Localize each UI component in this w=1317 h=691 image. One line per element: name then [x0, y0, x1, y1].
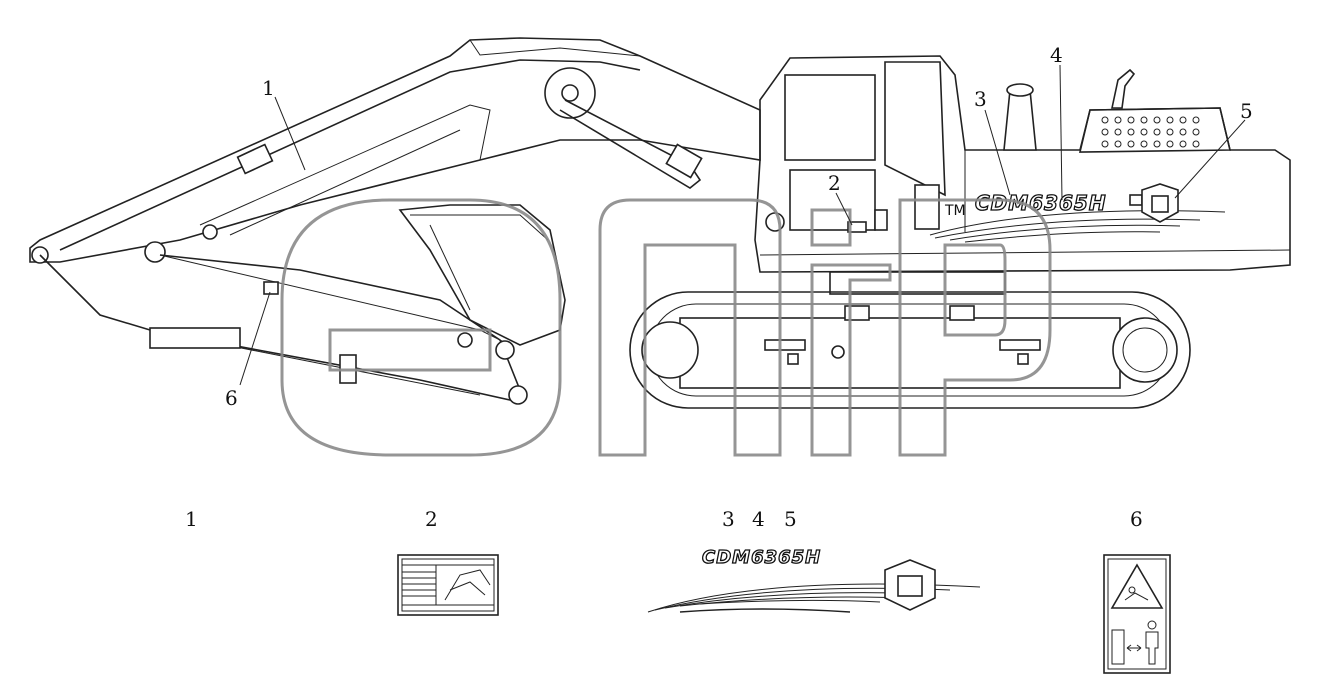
- detail-model-decal: CDM6365H: [702, 547, 821, 568]
- detail-label-5: 5: [784, 507, 797, 531]
- callout-2: 2: [828, 171, 841, 195]
- callout-3: 3: [974, 87, 987, 111]
- excavator-arm: [39, 204, 566, 405]
- excavator-undercarriage: [629, 291, 1191, 409]
- callout-1: 1: [262, 76, 275, 100]
- excavator-upper-structure: CDM6365H TM: [754, 55, 1291, 295]
- detail-label-6: 6: [1130, 507, 1143, 531]
- callout-6: 6: [225, 386, 238, 410]
- crush-hazard-icon: [1110, 563, 1164, 609]
- double-arrow-icon: [1126, 644, 1142, 652]
- detail-label-1: 1: [185, 507, 198, 531]
- watermark-logo: [280, 198, 1052, 457]
- detail-label-4: 4: [752, 507, 765, 531]
- callout-4: 4: [1050, 43, 1063, 67]
- person-icon: [1145, 620, 1159, 665]
- excavator-boom: [29, 37, 761, 264]
- machine-model-decal: CDM6365H: [975, 191, 1107, 215]
- detail-label-2: 2: [425, 507, 438, 531]
- trademark-mark: TM: [944, 203, 966, 219]
- callout-leaders: [274, 64, 1246, 226]
- side-swoosh-decal: [929, 210, 1226, 243]
- shield-emblem-icon: [1141, 183, 1179, 223]
- detail-label-3: 3: [722, 507, 735, 531]
- operation-plate-decal: [397, 554, 499, 616]
- warning-sign-decal: [1103, 554, 1171, 674]
- detail-shield-emblem-icon: [884, 559, 936, 611]
- engine-grille: [1101, 116, 1200, 148]
- callout-5: 5: [1240, 99, 1253, 123]
- side-stripe-decal: CDM6365H: [647, 546, 981, 613]
